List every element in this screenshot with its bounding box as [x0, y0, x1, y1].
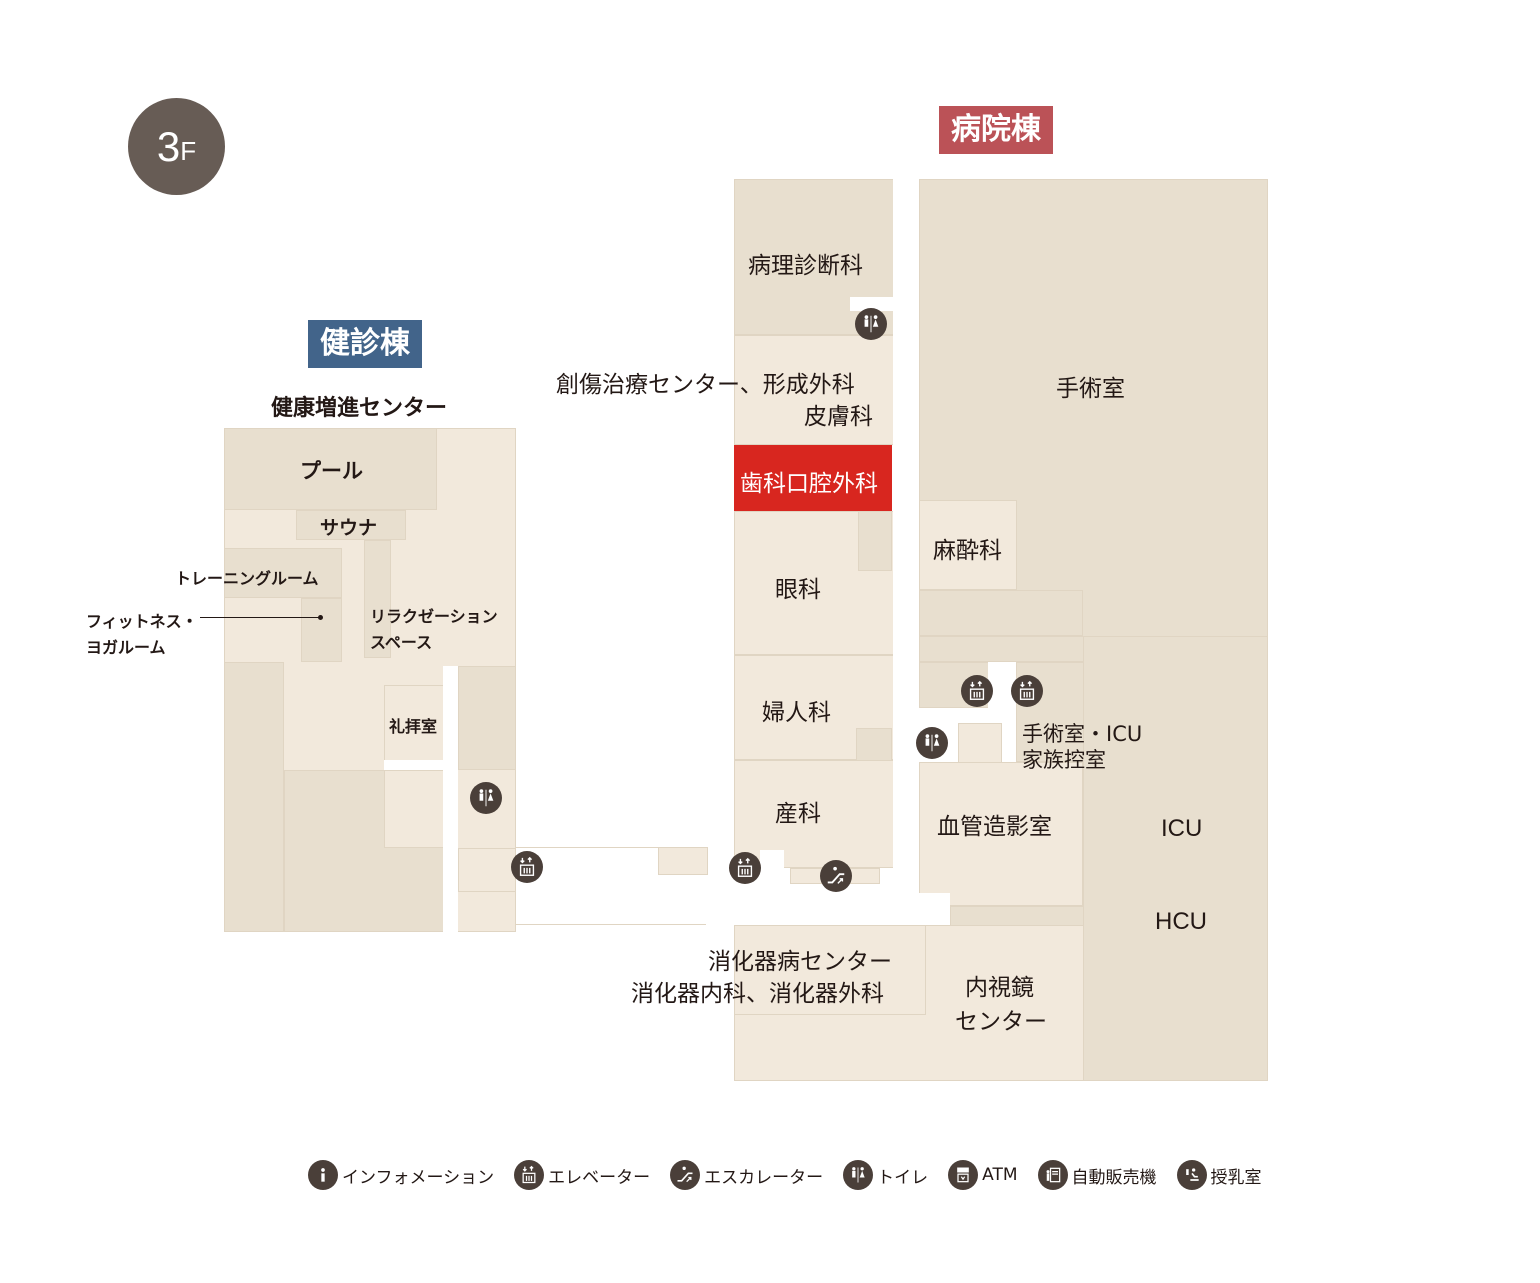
label-fitness-line1: フィットネス・: [86, 612, 198, 631]
floor-badge: 3 F: [128, 98, 225, 195]
floor-unit: F: [180, 136, 197, 166]
escalator-icon[interactable]: [820, 860, 852, 892]
legend-label: インフォメーション: [342, 1167, 495, 1188]
label-pathology: 病理診断科: [748, 253, 863, 279]
label-gynecology: 婦人科: [762, 700, 831, 726]
label-ophthalmology: 眼科: [775, 577, 821, 603]
legend-label: トイレ: [877, 1167, 929, 1188]
label-obstetrics: 産科: [775, 801, 821, 827]
corridor-pathology: [850, 297, 894, 311]
elevator-icon[interactable]: [729, 852, 761, 884]
label-wound-line1: 創傷治療センター、形成外科: [556, 372, 855, 398]
label-dental: 歯科口腔外科: [740, 471, 878, 497]
corridor-obstetrics: [760, 850, 784, 890]
elevator-icon: [514, 1160, 545, 1190]
label-sauna: サウナ: [320, 517, 378, 539]
floor-number: 3: [156, 122, 181, 170]
legend-item-escalator: エスカレーター: [670, 1160, 823, 1190]
room-icu-hcu[interactable]: [1083, 636, 1268, 1081]
room-ophthalmology-sub: [858, 511, 892, 571]
health-center-title: 健康増進センター: [271, 396, 448, 421]
corridor-vertical-kenshin: [443, 666, 458, 932]
restroom-icon: [843, 1160, 874, 1190]
kenshin-stair-area: [458, 848, 516, 892]
angio-band: [950, 906, 1102, 926]
surgery-support-rooms: [919, 590, 1083, 636]
elevator-icon[interactable]: [961, 675, 993, 707]
room-digestive[interactable]: [734, 925, 926, 1015]
label-prayer: 礼拝室: [389, 717, 438, 736]
label-endoscopy-line2: センター: [955, 1009, 1047, 1035]
corridor-angio-corner: [919, 893, 950, 925]
label-relax-line1: リラクゼーション: [370, 607, 498, 626]
legend-item-nursing: 授乳室: [1176, 1160, 1262, 1190]
room-block-left: [224, 662, 284, 932]
label-angiography: 血管造影室: [937, 814, 1052, 840]
vending-machine-icon: [1037, 1160, 1068, 1190]
room-anesthesia[interactable]: [919, 500, 1017, 590]
label-anesthesia: 麻酔科: [933, 538, 1002, 564]
label-icu: ICU: [1161, 815, 1203, 842]
restroom-icon[interactable]: [470, 782, 502, 814]
bridge-top-line: [516, 847, 706, 848]
room-angiography[interactable]: [919, 762, 1083, 906]
room-training[interactable]: [224, 548, 342, 598]
restroom-icon[interactable]: [855, 308, 887, 340]
room-pool[interactable]: [224, 428, 437, 510]
nursing-room-icon: [1176, 1160, 1207, 1190]
room-prayer[interactable]: [384, 685, 444, 761]
legend-item-elevator: エレベーター: [514, 1160, 650, 1190]
room-block-right: [458, 666, 516, 770]
label-fitness-line2: ヨガルーム: [86, 638, 166, 657]
legend-item-restroom: トイレ: [843, 1160, 928, 1190]
legend-item-vending: 自動販売機: [1037, 1160, 1157, 1190]
room-fitness[interactable]: [301, 598, 342, 662]
legend-label: エスカレーター: [704, 1167, 824, 1188]
room-obstetrics[interactable]: [734, 760, 894, 868]
outside-gap: [516, 660, 546, 860]
map-legend: インフォメーション エレベーター エスカレーター トイレ ATM 自動販売機 授…: [308, 1160, 1282, 1190]
legend-item-atm: ATM: [948, 1160, 1018, 1190]
label-wound-line2: 皮膚科: [804, 404, 873, 430]
building-label-kenshin: 健診棟: [308, 320, 422, 368]
corridor-main-horizontal: [706, 885, 950, 925]
room-relax-column: [364, 540, 391, 658]
label-endoscopy-line1: 内視鏡: [965, 975, 1034, 1001]
corridor-restroom: [919, 708, 1017, 723]
legend-label: 授乳室: [1210, 1167, 1262, 1188]
room-wound-center[interactable]: [734, 335, 894, 445]
label-digestive-line2: 消化器内科、消化器外科: [631, 981, 884, 1007]
label-family-line2: 家族控室: [1022, 748, 1106, 772]
bridge-room: [658, 847, 708, 875]
room-sauna[interactable]: [296, 510, 406, 540]
restroom-icon[interactable]: [916, 727, 948, 759]
legend-label: 自動販売機: [1071, 1167, 1157, 1188]
atm-icon: [948, 1160, 979, 1190]
room-small-east: [958, 723, 1002, 763]
fitness-leader-dot: [318, 615, 323, 620]
room-block-small: [384, 770, 444, 848]
label-family-line1: 手術室・ICU: [1022, 722, 1143, 746]
bridge-bottom-line: [516, 924, 736, 925]
label-surgery: 手術室: [1056, 376, 1125, 402]
elevator-icon[interactable]: [1011, 675, 1043, 707]
corridor-prayer: [384, 760, 444, 770]
label-hcu: HCU: [1155, 908, 1207, 935]
label-training: トレーニングルーム: [175, 569, 319, 588]
room-dental[interactable]: [734, 445, 892, 511]
elevator-icon[interactable]: [511, 851, 543, 883]
legend-item-info: インフォメーション: [308, 1160, 494, 1190]
building-label-byoin: 病院棟: [939, 106, 1053, 154]
fitness-leader-line: [200, 617, 320, 618]
info-icon: [308, 1160, 338, 1190]
label-relax-line2: スペース: [370, 633, 433, 652]
escalator-icon: [670, 1160, 701, 1190]
label-digestive-line1: 消化器病センター: [708, 949, 892, 975]
label-pool: プール: [300, 459, 363, 483]
legend-label: エレベーター: [548, 1167, 651, 1188]
legend-label: ATM: [982, 1165, 1018, 1185]
corridor-main-vertical: [893, 179, 919, 893]
